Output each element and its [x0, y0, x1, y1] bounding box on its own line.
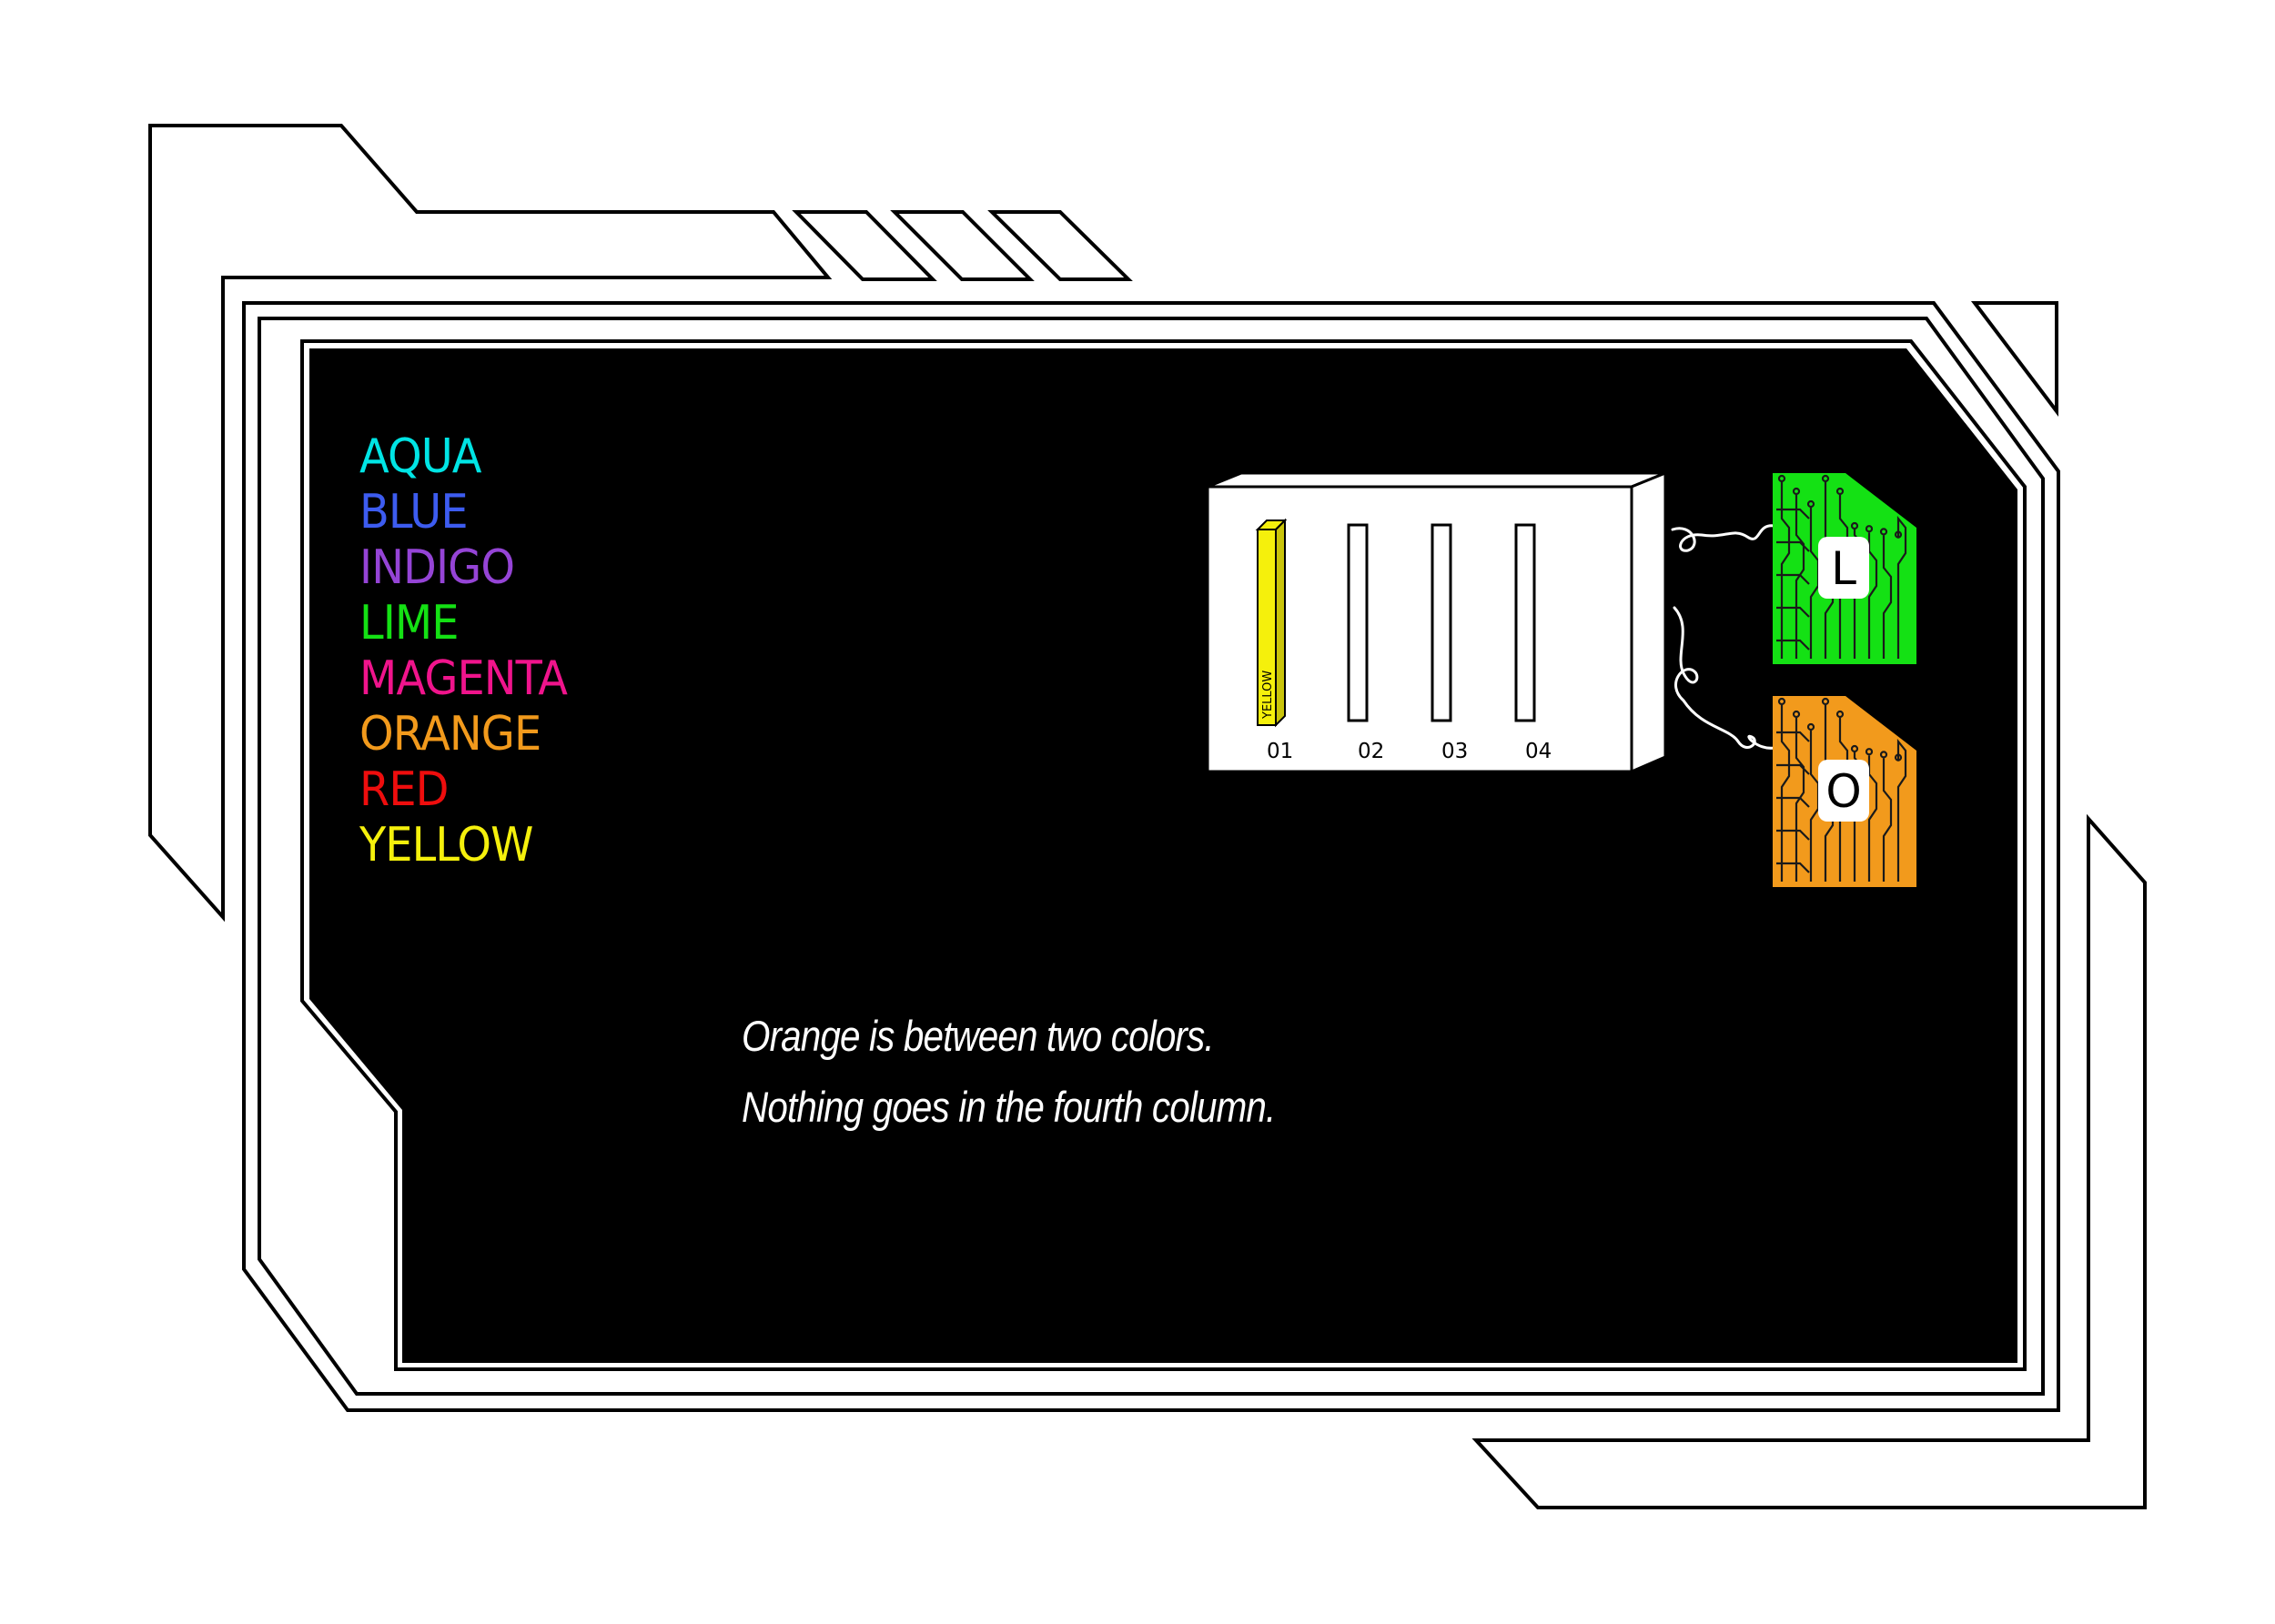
- cables: [1671, 524, 1776, 750]
- tube: [1257, 529, 1277, 726]
- frame-middle-border: [258, 317, 2045, 1396]
- empty-slot: [1514, 523, 1536, 722]
- frame-tab: [792, 210, 937, 281]
- clue-text: Orange is between two colors.: [742, 1012, 1215, 1060]
- rack-column-04[interactable]: 04: [1514, 523, 1552, 763]
- color-option-magenta[interactable]: MAGENTA: [359, 651, 568, 706]
- tube-rack: YELLOW 01 02 03 04: [1206, 470, 1667, 774]
- color-option-indigo[interactable]: INDIGO: [359, 540, 515, 595]
- rack-top: [1207, 471, 1666, 489]
- column-number: 01: [1267, 740, 1293, 763]
- rack-column-02[interactable]: 02: [1347, 523, 1384, 763]
- empty-slot: [1431, 523, 1452, 722]
- frame-top-left-bracket: [148, 124, 833, 923]
- color-option-red[interactable]: RED: [359, 762, 449, 817]
- clue-list: Orange is between two colors. Nothing go…: [742, 1001, 1362, 1143]
- cable-l: [1671, 524, 1776, 552]
- color-option-aqua[interactable]: AQUA: [359, 429, 482, 484]
- column-number: 03: [1441, 740, 1468, 763]
- tube-label: YELLOW: [1261, 671, 1275, 720]
- rack-column-03[interactable]: 03: [1431, 523, 1468, 763]
- chip-letter: L: [1831, 542, 1856, 595]
- tube-side: [1275, 518, 1286, 728]
- chip-l[interactable]: L: [1773, 473, 1916, 664]
- empty-slot: [1347, 523, 1369, 722]
- color-option-orange[interactable]: ORANGE: [359, 707, 541, 762]
- chip-o[interactable]: O: [1773, 696, 1916, 887]
- frame-tab: [987, 210, 1133, 281]
- color-option-blue[interactable]: BLUE: [359, 485, 469, 540]
- color-list: AQUA BLUE INDIGO LIME MAGENTA ORANGE RED…: [359, 429, 585, 873]
- column-number: 02: [1358, 740, 1384, 763]
- color-option-yellow[interactable]: YELLOW: [359, 818, 533, 873]
- chip-letter-box: [1818, 760, 1869, 822]
- color-option-lime[interactable]: LIME: [359, 596, 460, 651]
- chip-letter: O: [1825, 765, 1861, 818]
- frame-top-right-corner: [1970, 301, 2058, 417]
- rack-column-01[interactable]: YELLOW 01: [1255, 518, 1293, 763]
- frame-bottom-right-bracket: [1471, 813, 2147, 1509]
- clue-text: Nothing goes in the fourth column.: [742, 1083, 1276, 1131]
- cable-o: [1673, 606, 1776, 750]
- chip-letter-box: [1818, 537, 1869, 599]
- column-number: 04: [1525, 740, 1552, 763]
- rack-side: [1630, 470, 1667, 774]
- frame-tab: [890, 210, 1035, 281]
